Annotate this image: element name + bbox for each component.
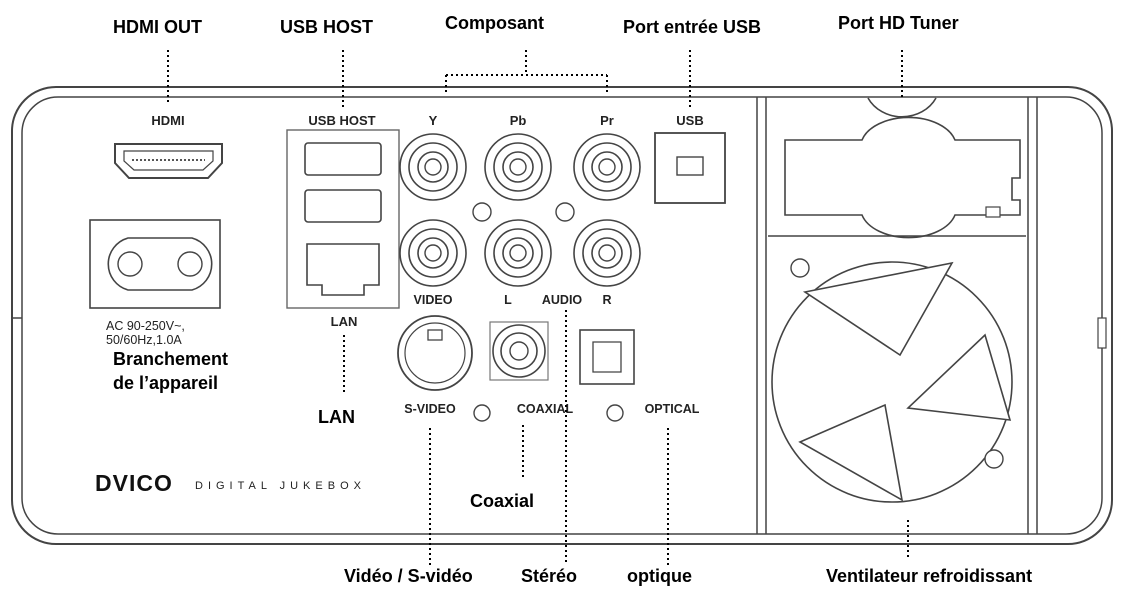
rca-jack-y <box>399 133 467 201</box>
panel-label-pb: Pb <box>510 113 527 128</box>
fan-blade-2 <box>906 333 1012 421</box>
fan-blade-1 <box>802 261 954 357</box>
screw-hole-3 <box>473 404 491 422</box>
panel-label-lan: LAN <box>331 314 358 329</box>
panel-label-audio: AUDIO <box>542 293 583 307</box>
leader-lines <box>167 50 909 565</box>
right-side-tab <box>1097 317 1107 349</box>
rca-jack-pr <box>573 133 641 201</box>
screw-hole-4 <box>606 404 624 422</box>
panel-label-y: Y <box>429 113 438 128</box>
hd-tuner-port <box>784 116 1021 239</box>
panel-label-pr: Pr <box>600 113 614 128</box>
usb-host-port-1 <box>304 142 382 176</box>
power-pin-left <box>117 251 143 277</box>
callout-usb-host: USB HOST <box>280 17 374 37</box>
callout-lan: LAN <box>318 407 355 427</box>
hd-tuner-top-arc <box>867 97 937 118</box>
power-pin-right <box>177 251 203 277</box>
power-socket-inner <box>107 237 213 291</box>
screw-hole-2 <box>555 202 575 222</box>
callout-ventilateur: Ventilateur refroidissant <box>826 566 1033 586</box>
rca-jack-pb <box>484 133 552 201</box>
lan-port <box>306 243 380 296</box>
rca-jack-audio-left <box>484 219 552 287</box>
panel-label-usb: USB <box>676 113 703 128</box>
callout-coaxial: Coaxial <box>470 491 535 511</box>
usb-device-port-inner <box>676 156 704 176</box>
panel-label-power-line2: 50/60Hz,1.0A <box>106 333 182 347</box>
fan-screw-top <box>790 258 810 278</box>
brand-logo: DVICO <box>95 470 173 496</box>
fan-screw-bottom <box>984 449 1004 469</box>
panel-label-power-line1: AC 90-250V~, <box>106 319 185 333</box>
panel-label-optical: OPTICAL <box>645 402 700 416</box>
s-video-port <box>397 315 473 391</box>
panel-label-audio-r: R <box>602 293 611 307</box>
screw-hole-1 <box>472 202 492 222</box>
panel-label-usb-host: USB HOST <box>308 113 375 128</box>
device-body-inner-outline <box>21 96 1103 535</box>
callout-composant: Composant <box>445 13 544 33</box>
callout-stereo: Stéréo <box>521 566 578 586</box>
s-video-key <box>427 329 443 341</box>
fan-blade-3 <box>798 403 904 502</box>
callout-video-svideo: Vidéo / S-vidéo <box>344 566 473 586</box>
panel-label-coaxial: COAXIAL <box>517 402 574 416</box>
rca-jack-audio-right <box>573 219 641 287</box>
callout-hdmi-out: HDMI OUT <box>113 17 202 37</box>
panel-label-s-video: S-VIDEO <box>404 402 456 416</box>
usb-host-port-2 <box>304 189 382 223</box>
rca-jack-video <box>399 219 467 287</box>
callout-branchement-line1: Branchement <box>113 349 229 369</box>
callout-optique: optique <box>627 566 692 586</box>
optical-port-inner <box>592 341 622 373</box>
brand-tagline: DIGITAL JUKEBOX <box>195 480 366 492</box>
hd-tuner-notch <box>985 206 1001 218</box>
usb-device-port <box>654 132 726 204</box>
hdmi-port-inner <box>123 150 214 171</box>
callout-branchement-line2: de l’appareil <box>113 373 219 393</box>
s-video-port-inner <box>404 322 466 384</box>
panel-label-hdmi: HDMI <box>151 113 184 128</box>
panel-label-audio-l: L <box>504 293 512 307</box>
callout-port-entree-usb: Port entrée USB <box>623 17 762 37</box>
coaxial-jack-center <box>509 341 529 361</box>
panel-label-video: VIDEO <box>414 293 453 307</box>
callout-port-hd-tuner: Port HD Tuner <box>838 13 959 33</box>
